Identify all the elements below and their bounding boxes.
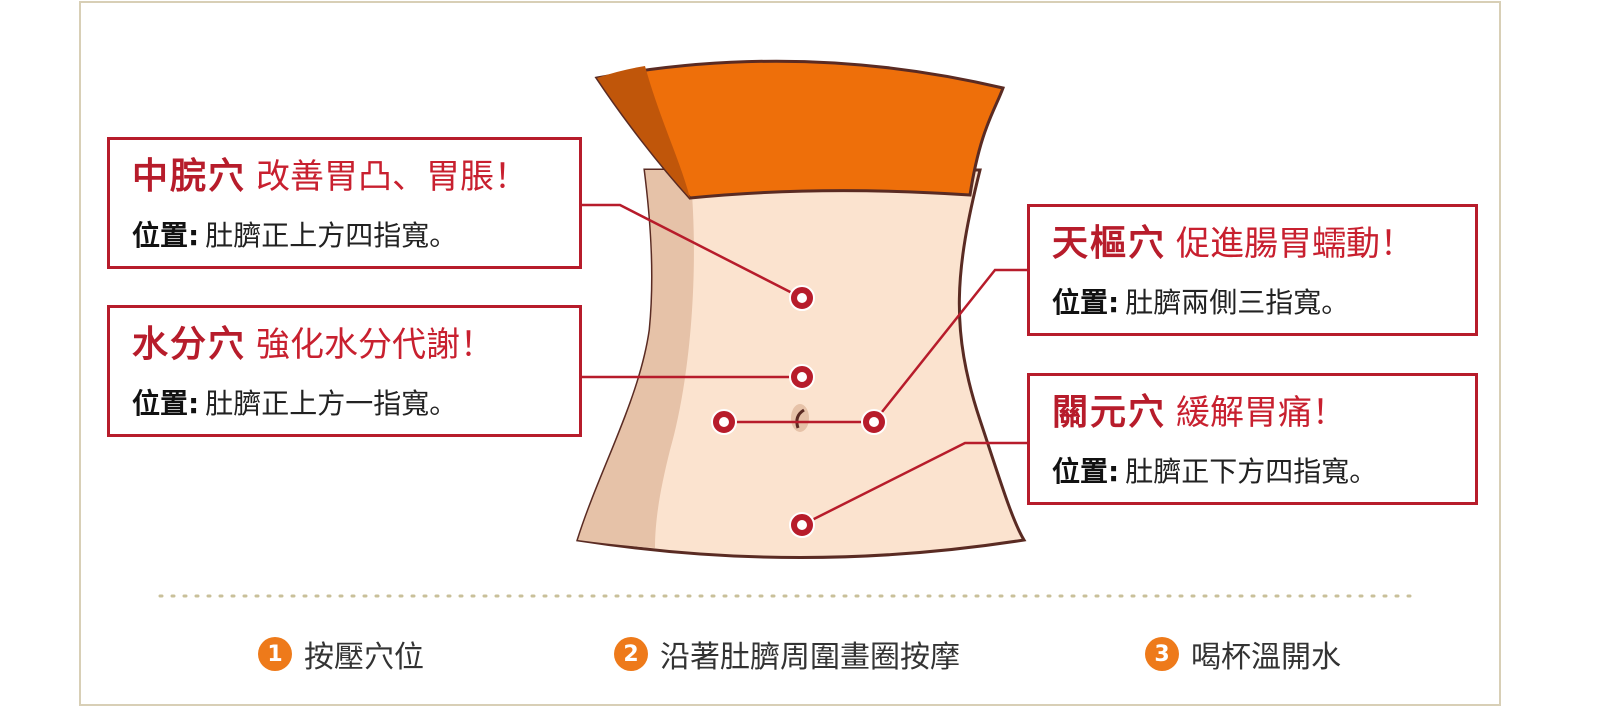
acupoint-guanyuan — [789, 512, 815, 538]
callout-zhongwan: 中脘穴改善胃凸、胃脹！ 位置:肚臍正上方四指寬。 — [107, 137, 582, 269]
location-text: 肚臍正上方一指寬。 — [205, 387, 458, 420]
step-1: 1 按壓穴位 — [258, 632, 424, 676]
torso-shadow — [578, 170, 694, 548]
step-number-badge: 2 — [614, 637, 648, 671]
step-number-badge: 1 — [258, 637, 292, 671]
location-text: 肚臍正下方四指寬。 — [1125, 455, 1378, 488]
step-2: 2 沿著肚臍周圍畫圈按摩 — [614, 632, 960, 676]
point-benefit: 改善胃凸、胃脹！ — [256, 157, 529, 197]
leader-tianshu — [873, 268, 1028, 423]
point-benefit: 促進腸胃蠕動！ — [1176, 224, 1415, 264]
leader-guanyuan — [801, 441, 1028, 527]
navel-detail — [795, 408, 805, 429]
step-text: 喝杯溫開水 — [1191, 640, 1341, 675]
acupoint-shuifen — [789, 364, 815, 390]
location-text: 肚臍兩側三指寬。 — [1125, 286, 1350, 319]
point-benefit: 緩解胃痛！ — [1176, 393, 1347, 433]
location-label: 位置: — [1052, 455, 1120, 488]
point-name: 關元穴 — [1052, 392, 1167, 433]
step-number-badge: 3 — [1145, 637, 1179, 671]
acupoint-zhongwan — [789, 285, 815, 311]
point-name: 水分穴 — [132, 324, 247, 365]
acupoint-tianshu-right — [861, 409, 887, 435]
steps-row: 1 按壓穴位 2 沿著肚臍周圍畫圈按摩 3 喝杯溫開水 — [0, 622, 1599, 682]
point-name: 天樞穴 — [1052, 223, 1167, 264]
point-name: 中脘穴 — [132, 156, 247, 197]
location-label: 位置: — [132, 387, 200, 420]
callout-tianshu: 天樞穴促進腸胃蠕動！ 位置:肚臍兩側三指寬。 — [1027, 204, 1478, 336]
callout-guanyuan: 關元穴緩解胃痛！ 位置:肚臍正下方四指寬。 — [1027, 373, 1478, 505]
step-text: 按壓穴位 — [304, 640, 424, 675]
point-benefit: 強化水分代謝！ — [256, 325, 495, 365]
location-text: 肚臍正上方四指寬。 — [205, 219, 458, 252]
navel-icon — [791, 404, 809, 432]
step-3: 3 喝杯溫開水 — [1145, 632, 1341, 676]
shirt-shadow — [597, 66, 690, 198]
acupoint-tianshu-left — [711, 409, 737, 435]
leader-zhongwan — [580, 203, 803, 300]
location-label: 位置: — [1052, 286, 1120, 319]
step-text: 沿著肚臍周圍畫圈按摩 — [660, 640, 960, 675]
callout-shuifen: 水分穴強化水分代謝！ 位置:肚臍正上方一指寬。 — [107, 305, 582, 437]
location-label: 位置: — [132, 219, 200, 252]
